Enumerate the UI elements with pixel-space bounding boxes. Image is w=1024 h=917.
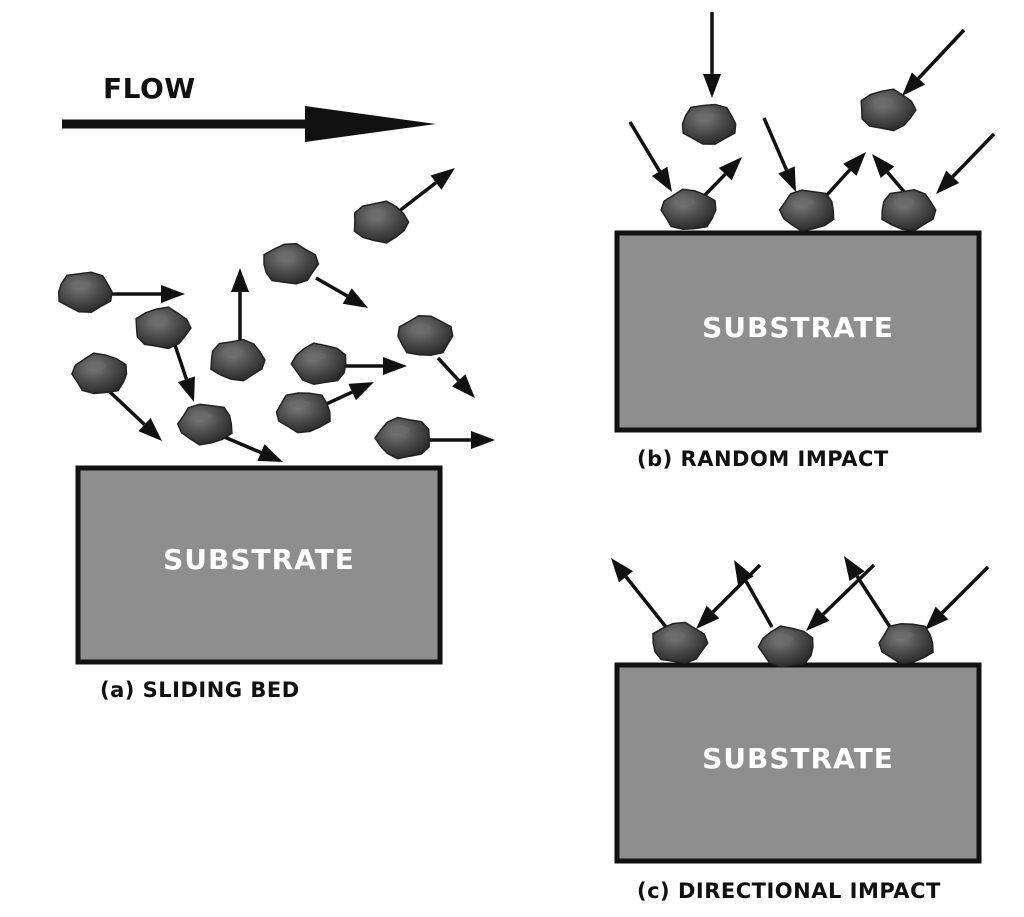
motion-arrow — [321, 382, 374, 408]
motion-arrow — [611, 558, 668, 629]
substrate-a-label: SUBSTRATE — [163, 543, 355, 576]
particle — [275, 392, 331, 434]
motion-arrow — [628, 121, 672, 192]
particle — [135, 306, 192, 350]
caption-random-impact: (b) RANDOM IMPACT — [637, 447, 889, 471]
particle — [374, 416, 430, 460]
particle — [881, 189, 937, 232]
motion-arrow — [762, 117, 796, 192]
particle — [878, 623, 934, 665]
particles-layer — [57, 88, 937, 668]
motion-arrow — [696, 563, 762, 629]
motion-arrow — [824, 152, 866, 198]
motion-arrow — [703, 12, 721, 98]
particle — [57, 271, 113, 314]
motion-arrow — [337, 357, 407, 375]
motion-arrow — [221, 434, 283, 462]
motion-arrow — [108, 285, 185, 303]
motion-arrow — [844, 556, 892, 628]
particle — [353, 200, 410, 244]
flow-label: FLOW — [103, 72, 196, 105]
motion-arrow — [902, 28, 966, 96]
motion-arrow — [436, 356, 475, 398]
particle — [263, 242, 320, 285]
motion-arrow — [734, 560, 774, 628]
motion-arrow — [108, 390, 162, 441]
motion-arrow — [315, 276, 368, 308]
motion-arrow — [936, 132, 996, 194]
motion-arrow — [872, 154, 908, 196]
motion-arrow — [231, 268, 249, 340]
particle — [660, 188, 717, 231]
substrate-a — [75, 465, 443, 665]
substrate-c — [614, 662, 982, 864]
motion-arrow — [172, 341, 195, 402]
particle — [681, 103, 737, 145]
substrate-b-label: SUBSTRATE — [702, 311, 894, 344]
particle — [778, 189, 835, 232]
particle — [757, 625, 814, 668]
particle — [397, 314, 454, 356]
motion-arrow — [702, 157, 742, 198]
motion-arrow — [396, 168, 455, 214]
caption-directional-impact: (c) DIRECTIONAL IMPACT — [637, 879, 941, 903]
motion-arrow — [925, 565, 990, 630]
particle — [290, 342, 347, 385]
arrows-layer — [108, 12, 996, 631]
substrate-b — [614, 230, 982, 433]
particle — [176, 403, 233, 446]
particle — [860, 88, 917, 132]
particle — [210, 338, 266, 382]
flow-arrow — [62, 106, 436, 142]
substrate-c-label: SUBSTRATE — [702, 742, 894, 775]
particle — [652, 621, 709, 664]
particle — [71, 352, 128, 395]
motion-arrow — [420, 431, 495, 449]
caption-sliding-bed: (a) SLIDING BED — [100, 678, 300, 702]
motion-arrow — [806, 563, 876, 631]
